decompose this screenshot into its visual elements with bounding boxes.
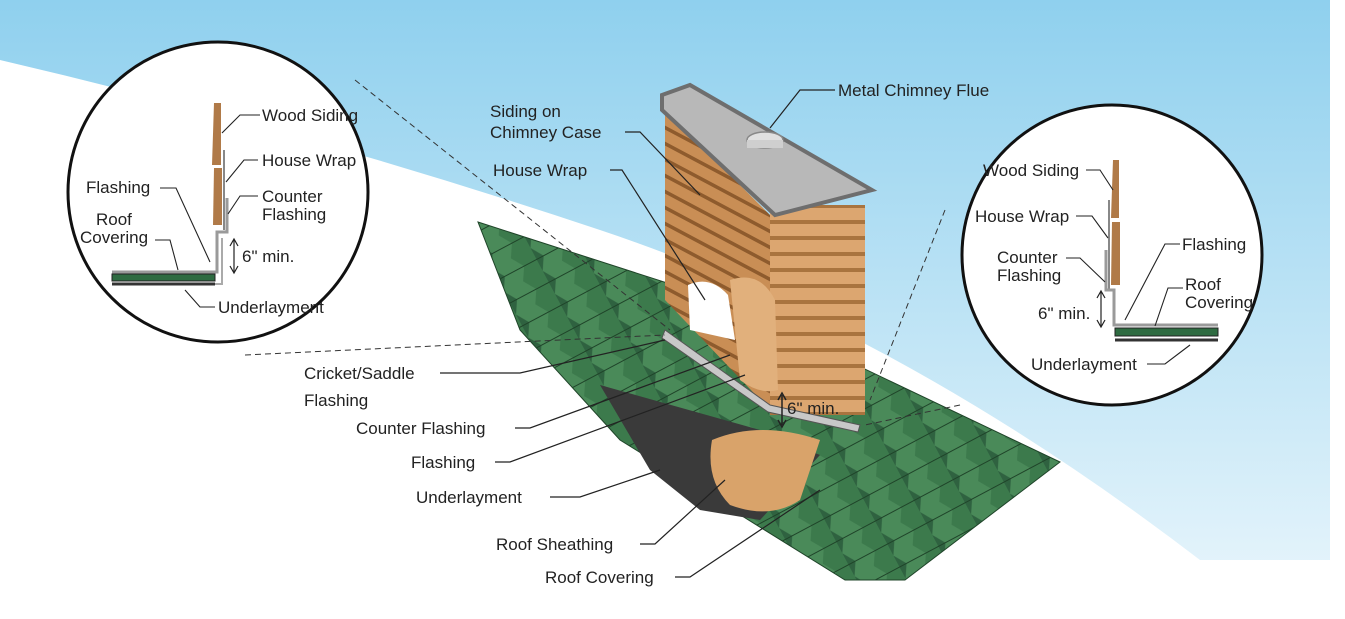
left-label-counter-2: Flashing [262,205,326,224]
left-siding-upper [212,103,221,165]
label-cricket-line2: Flashing [304,391,368,410]
left-label-six-min: 6" min. [242,247,294,266]
label-roof-covering: Roof Covering [545,568,654,587]
left-label-roof-2: Covering [80,228,148,247]
right-label-wood-siding: Wood Siding [983,161,1079,180]
chimney-front-face [770,205,865,415]
left-leader-lines [155,114,260,308]
right-six-min-arrowheads [1096,289,1106,329]
sheathing-tear [730,277,778,392]
left-detail: Wood Siding House Wrap Flashing Counter … [66,40,370,344]
roof-sheathing-layer [710,430,820,512]
left-siding-lower [213,168,222,225]
left-label-underlayment: Underlayment [218,298,324,317]
right-siding-upper [1111,160,1119,218]
label-metal-chimney-flue: Metal Chimney Flue [838,81,989,100]
left-under-flash [215,238,223,285]
right-label-flashing: Flashing [1182,235,1246,254]
left-roof-covering [111,273,216,282]
house-wrap-tear [688,281,735,340]
label-underlayment: Underlayment [416,488,522,507]
label-flashing: Flashing [411,453,475,472]
left-flashing-shape [112,198,229,274]
label-siding-line2: Chimney Case [490,123,602,142]
right-siding-lower [1111,222,1120,285]
right-roof-covering [1114,327,1219,337]
label-cricket-line1: Cricket/Saddle [304,364,415,383]
left-label-counter-1: Counter [262,187,323,206]
right-leader-lines [1066,169,1191,365]
counter-flashing-strip [661,329,861,433]
main-leader-lines [440,89,835,578]
right-label-roof-1: Roof [1185,275,1221,294]
right-label-roof-2: Covering [1185,293,1253,312]
right-label-house-wrap: House Wrap [975,207,1069,226]
right-label-underlayment: Underlayment [1031,355,1137,374]
right-flashing-shape [1104,250,1218,327]
right-label-six-min: 6" min. [1038,304,1090,323]
left-label-wood-siding: Wood Siding [262,106,358,125]
label-house-wrap: House Wrap [493,161,587,180]
metal-flue-body [747,140,783,148]
label-six-min: 6" min. [787,399,839,418]
label-siding-line1: Siding on [490,102,561,121]
left-label-roof-1: Roof [96,210,132,229]
main-six-min-arrowheads [777,391,787,429]
left-label-house-wrap: House Wrap [262,151,356,170]
left-six-min-arrowheads [229,237,239,275]
label-roof-sheathing: Roof Sheathing [496,535,613,554]
left-label-flashing: Flashing [86,178,150,197]
detail-connectors [244,79,961,426]
label-counter-flashing: Counter Flashing [356,419,485,438]
metal-cap-top [660,82,878,218]
right-label-counter-1: Counter [997,248,1058,267]
right-label-counter-2: Flashing [997,266,1061,285]
right-detail: Wood Siding House Wrap Counter Flashing … [960,103,1264,407]
